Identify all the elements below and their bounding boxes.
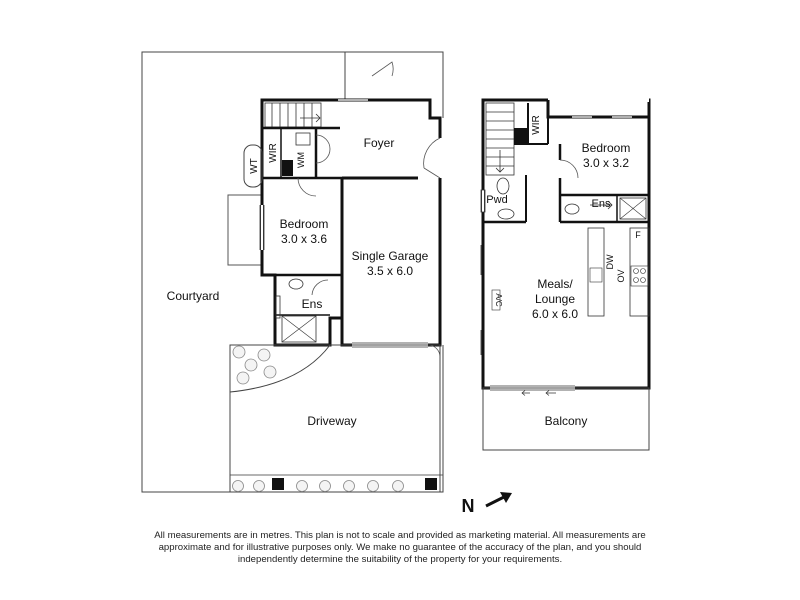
disclaimer: All measurements are in metres. This pla… [140, 530, 660, 566]
courtyard-label: Courtyard [167, 289, 220, 303]
ac-label: A/C [494, 293, 503, 307]
stairs-ground [264, 102, 322, 128]
ens-ground-label: Ens [302, 297, 323, 311]
foyer-label: Foyer [364, 136, 395, 150]
stairs-upper [485, 102, 515, 176]
bedroom1-size: 3.0 x 3.6 [281, 232, 327, 246]
north-compass: N [462, 492, 512, 516]
disclaimer-line-1: All measurements are in metres. This pla… [154, 530, 646, 541]
pwd-label: Pwd [486, 194, 507, 206]
balcony-area [482, 387, 650, 451]
fridge-label: F [635, 230, 641, 240]
site-boundary [141, 51, 444, 493]
dw-label: DW [605, 254, 615, 269]
room-labels: Courtyard Foyer WIR WT WM Bedroom 3.0 x … [167, 115, 642, 428]
bedroom1-name: Bedroom [280, 217, 329, 231]
wir-upper-label: WIR [531, 115, 542, 134]
bedroom2-name: Bedroom [582, 141, 631, 155]
balcony-label: Balcony [545, 414, 588, 428]
entry-boundary [345, 51, 444, 118]
garage-size: 3.5 x 6.0 [367, 264, 413, 278]
ens-upper-label: Ens [592, 198, 611, 210]
wm-label: WM [296, 152, 306, 168]
disclaimer-line-3: independently determine the suitability … [237, 554, 563, 565]
upper-floor [480, 98, 651, 451]
north-arrow-icon [485, 492, 512, 508]
north-letter: N [462, 496, 475, 516]
wt-label: WT [249, 158, 260, 174]
disclaimer-line-2: approximate and for illustrative purpose… [158, 542, 642, 553]
driveway-label: Driveway [307, 414, 356, 428]
ground-floor [141, 51, 444, 493]
ov-label: OV [616, 269, 626, 282]
meals-line1: Meals/ [537, 277, 573, 291]
garden-shrubs [232, 345, 404, 492]
wir-ground-label: WIR [268, 143, 279, 162]
meals-line2: Lounge [535, 292, 575, 306]
bedroom2-size: 3.0 x 3.2 [583, 156, 629, 170]
garage-name: Single Garage [352, 249, 429, 263]
meals-size: 6.0 x 6.0 [532, 307, 578, 321]
